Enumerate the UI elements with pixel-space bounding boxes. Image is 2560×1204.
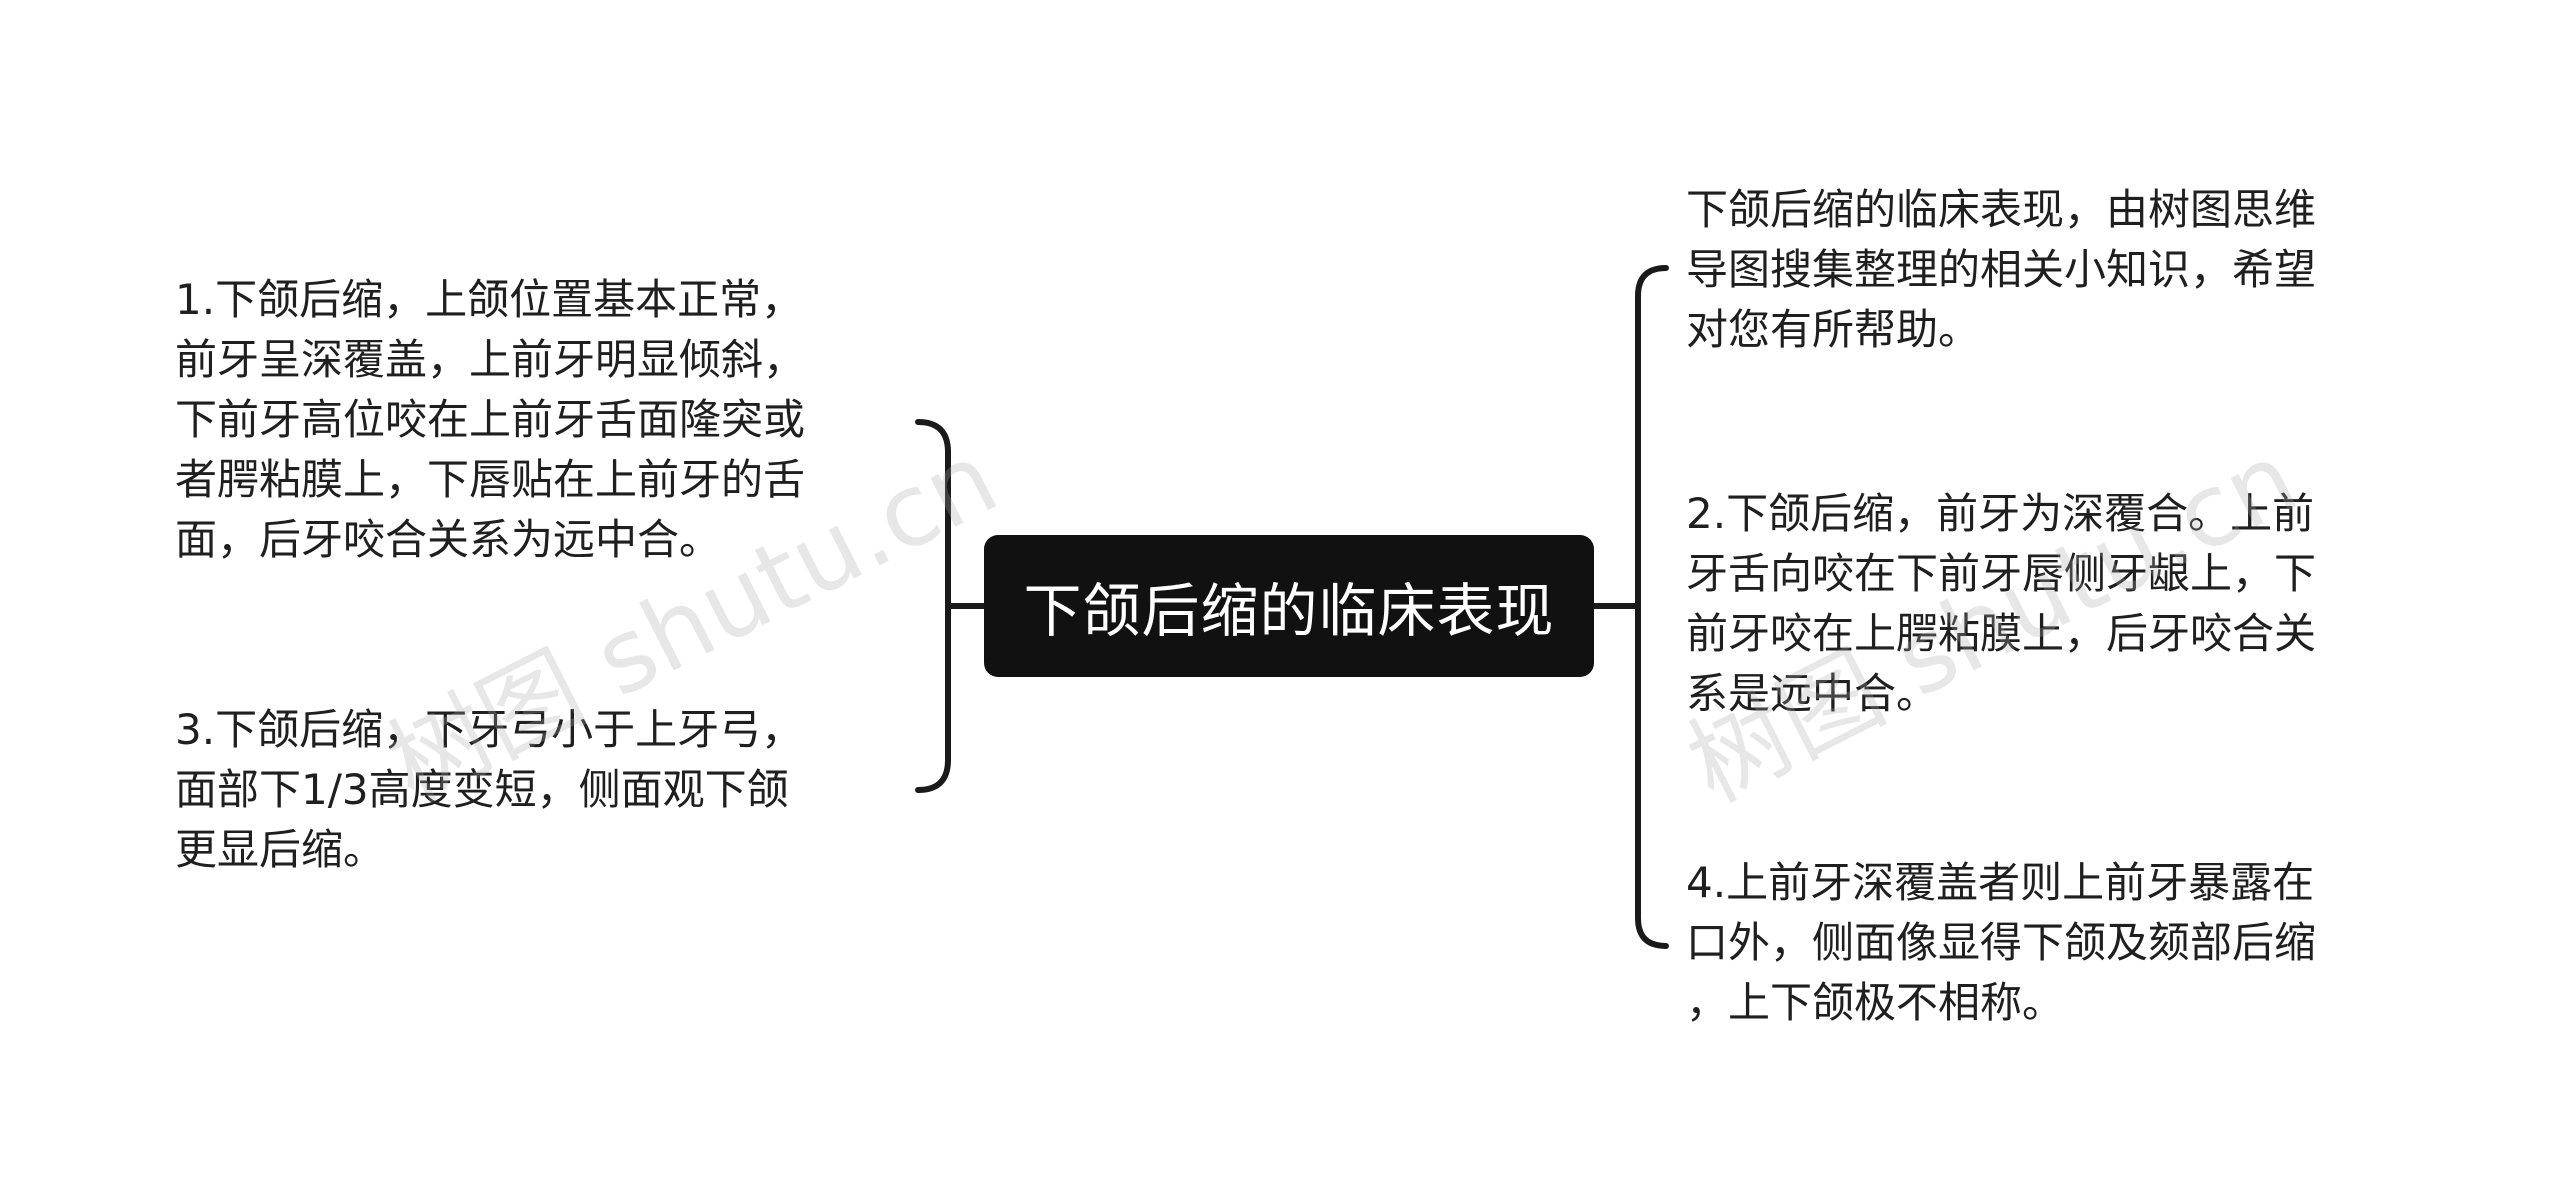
- right-bracket: [1635, 265, 1669, 949]
- right-branch-node-2[interactable]: 2.下颌后缩，前牙为深覆合。上前 牙舌向咬在下前牙唇侧牙龈上，下 前牙咬在上腭粘…: [1686, 489, 2317, 718]
- left-bracket: [915, 419, 951, 793]
- right-branch-node-4[interactable]: 4.上前牙深覆盖者则上前牙暴露在 口外，侧面像显得下颌及颏部后缩 ，上下颌极不相…: [1686, 858, 2317, 1027]
- central-topic-label: 下颌后缩的临床表现: [1023, 577, 1555, 645]
- central-topic-node[interactable]: 下颌后缩的临床表现: [984, 535, 1594, 677]
- right-branch-node-intro[interactable]: 下颌后缩的临床表现，由树图思维 导图搜集整理的相关小知识，希望 对您有所帮助。: [1686, 185, 2317, 354]
- left-branch-node-3[interactable]: 3.下颌后缩，下牙弓小于上牙弓， 面部下1/3高度变短，侧面观下颌 更显后缩。: [175, 705, 804, 874]
- left-branch-node-1[interactable]: 1.下颌后缩，上颌位置基本正常， 前牙呈深覆盖，上前牙明显倾斜， 下前牙高位咬在…: [175, 275, 806, 564]
